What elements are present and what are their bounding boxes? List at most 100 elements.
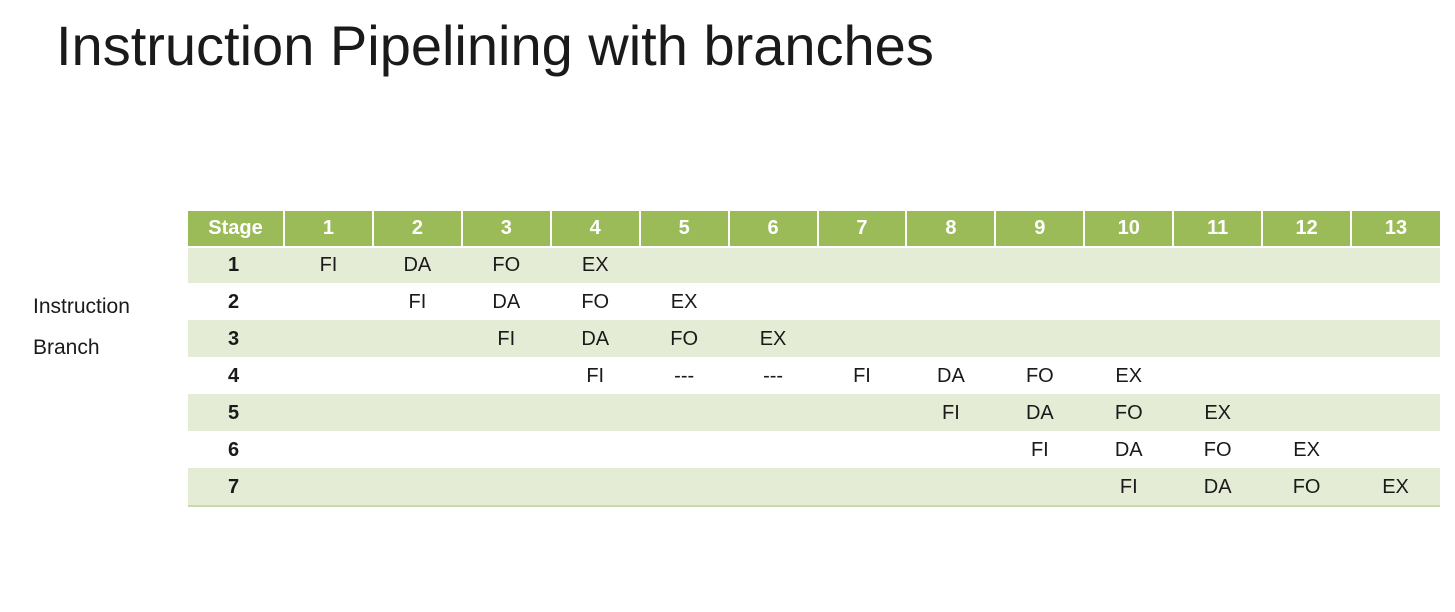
pipeline-cell	[817, 321, 907, 359]
pipeline-cell: ---	[639, 358, 729, 396]
pipeline-cell	[906, 469, 996, 507]
pipeline-cell	[995, 321, 1085, 359]
pipeline-cell	[1351, 284, 1440, 322]
pipeline-cell	[906, 321, 996, 359]
pipeline-cell: DA	[461, 284, 551, 322]
header-cell: 8	[906, 211, 997, 248]
pipeline-cell: FI	[817, 358, 907, 396]
row-stage-number: 6	[188, 432, 284, 470]
pipeline-cell: FI	[461, 321, 551, 359]
header-cell: 11	[1173, 211, 1264, 248]
pipeline-cell	[728, 432, 818, 470]
pipeline-cell	[1084, 284, 1174, 322]
pipeline-cell: DA	[372, 247, 462, 285]
pipeline-cell: FO	[461, 247, 551, 285]
pipeline-cell: FI	[550, 358, 640, 396]
pipeline-cell	[1173, 284, 1263, 322]
pipeline-cell	[550, 432, 640, 470]
pipeline-cell	[284, 395, 373, 433]
pipeline-cell	[461, 432, 551, 470]
pipeline-cell: DA	[995, 395, 1085, 433]
pipeline-cell: EX	[1262, 432, 1352, 470]
header-cell: 10	[1084, 211, 1175, 248]
pipeline-cell	[728, 469, 818, 507]
pipeline-cell	[550, 395, 640, 433]
pipeline-cell	[639, 432, 729, 470]
pipeline-cell	[1262, 321, 1352, 359]
pipeline-cell	[639, 247, 729, 285]
pipeline-cell: ---	[728, 358, 818, 396]
pipeline-cell: DA	[906, 358, 996, 396]
pipeline-cell	[728, 395, 818, 433]
pipeline-cell: FI	[906, 395, 996, 433]
pipeline-cell	[461, 358, 551, 396]
pipeline-cell	[372, 358, 462, 396]
pipeline-cell: EX	[1084, 358, 1174, 396]
header-cell: 7	[817, 211, 908, 248]
pipeline-cell	[906, 432, 996, 470]
pipeline-cell: EX	[550, 247, 640, 285]
pipeline-cell	[817, 395, 907, 433]
pipeline-cell	[817, 432, 907, 470]
pipeline-cell: FO	[995, 358, 1085, 396]
pipeline-cell: FI	[995, 432, 1085, 470]
row-stage-number: 2	[188, 284, 284, 322]
pipeline-cell: EX	[639, 284, 729, 322]
pipeline-cell: FO	[639, 321, 729, 359]
pipeline-cell: FO	[1262, 469, 1352, 507]
side-label-branch: Branch	[33, 336, 100, 359]
pipeline-cell: EX	[728, 321, 818, 359]
slide-title: Instruction Pipelining with branches	[56, 14, 934, 77]
pipeline-cell: FI	[1084, 469, 1174, 507]
pipeline-cell	[817, 284, 907, 322]
row-stage-number: 3	[188, 321, 284, 359]
pipeline-cell: FO	[550, 284, 640, 322]
row-stage-number: 7	[188, 469, 284, 507]
header-cell: 3	[461, 211, 552, 248]
pipeline-cell	[1084, 247, 1174, 285]
pipeline-cell	[284, 432, 373, 470]
table-header-row: Stage 1 2 3 4 5 6 7 8 9 10 11 12 13	[188, 211, 1440, 248]
pipeline-cell: FI	[372, 284, 462, 322]
pipeline-cell	[1262, 284, 1352, 322]
pipeline-cell	[728, 247, 818, 285]
pipeline-cell	[372, 395, 462, 433]
header-cell: Stage	[188, 211, 285, 248]
pipeline-cell	[284, 284, 373, 322]
header-cell: 6	[728, 211, 819, 248]
pipeline-cell	[372, 469, 462, 507]
pipeline-cell	[1173, 247, 1263, 285]
header-cell: 13	[1351, 211, 1440, 248]
pipeline-cell	[906, 284, 996, 322]
header-cell: 1	[284, 211, 374, 248]
pipeline-cell	[639, 395, 729, 433]
pipeline-cell	[1351, 321, 1440, 359]
pipeline-cell: EX	[1351, 469, 1440, 507]
pipeline-cell	[284, 321, 373, 359]
pipeline-cell	[1262, 358, 1352, 396]
pipeline-cell	[817, 247, 907, 285]
pipeline-cell	[639, 469, 729, 507]
pipeline-cell	[1351, 358, 1440, 396]
pipeline-cell	[284, 358, 373, 396]
pipeline-cell	[284, 469, 373, 507]
pipeline-cell	[1262, 247, 1352, 285]
pipeline-cell	[1351, 395, 1440, 433]
header-cell: 9	[995, 211, 1086, 248]
pipeline-cell	[728, 284, 818, 322]
pipeline-cell: EX	[1173, 395, 1263, 433]
pipeline-cell	[906, 247, 996, 285]
pipeline-cell: FI	[284, 247, 373, 285]
pipeline-cell: DA	[1173, 469, 1263, 507]
pipeline-cell	[1084, 321, 1174, 359]
pipeline-cell	[372, 321, 462, 359]
pipeline-cell	[1173, 358, 1263, 396]
